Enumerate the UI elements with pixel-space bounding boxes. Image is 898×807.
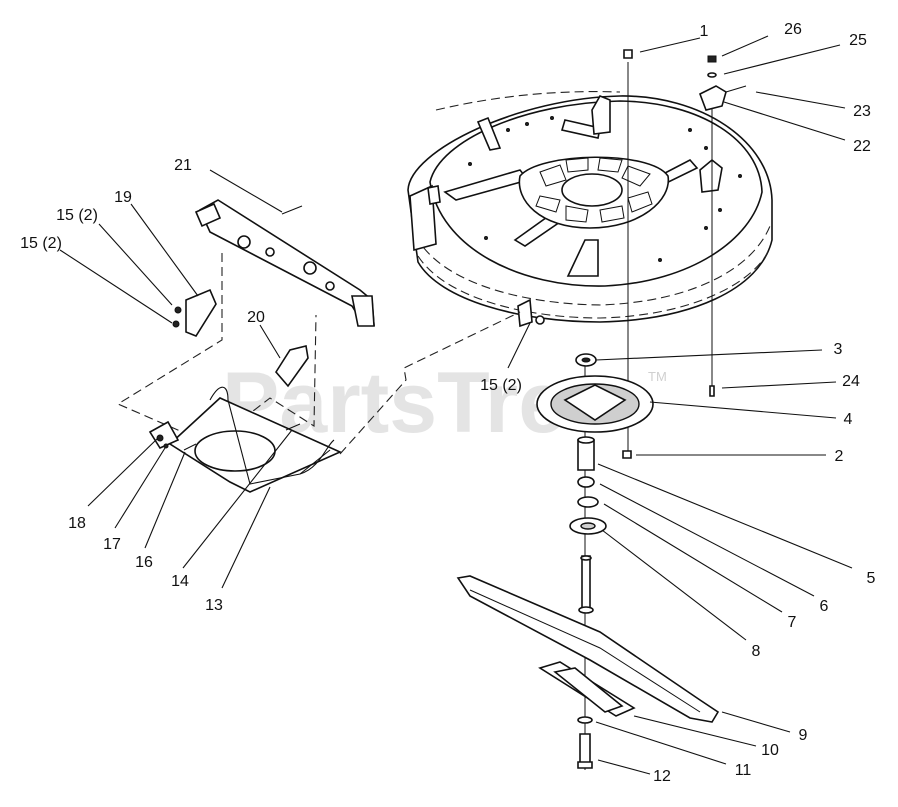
lower-plate-assembly [148, 386, 342, 493]
callout-24: 24 [842, 373, 860, 390]
spindle-assembly [456, 49, 747, 769]
callout-19: 19 [114, 189, 132, 206]
callout-2: 2 [835, 448, 844, 465]
callout-14: 14 [171, 573, 189, 590]
callout-20: 20 [247, 309, 265, 326]
callout-16: 16 [135, 554, 153, 571]
callout-3: 3 [834, 341, 843, 358]
mower-deck [407, 91, 773, 328]
callout-22: 22 [853, 138, 871, 155]
callout-23: 23 [853, 103, 871, 120]
callout-26: 26 [784, 21, 802, 38]
callout-21: 21 [174, 157, 192, 174]
callout-18: 18 [68, 515, 86, 532]
callout-15-a: 15 (2) [56, 207, 98, 224]
callout-1: 1 [700, 23, 709, 40]
callout-25: 25 [849, 32, 867, 49]
callout-12: 12 [653, 768, 671, 785]
callout-13: 13 [205, 597, 223, 614]
callout-15-c: 15 (2) [480, 377, 522, 394]
guide-lines [339, 311, 521, 455]
callout-9: 9 [799, 727, 808, 744]
lift-arm-assembly [172, 199, 375, 388]
leader-lines [59, 35, 853, 775]
callout-4: 4 [844, 411, 853, 428]
callout-11: 11 [735, 762, 752, 779]
callout-17: 17 [103, 536, 121, 553]
callout-5: 5 [867, 570, 876, 587]
callout-15-b: 15 (2) [20, 235, 62, 252]
callout-labels: 1 26 25 23 22 21 19 15 (2) 15 (2) 20 15 … [20, 21, 875, 785]
callout-6: 6 [820, 598, 829, 615]
watermark-tm: TM [648, 369, 667, 384]
callout-10: 10 [761, 742, 779, 759]
callout-7: 7 [788, 614, 797, 631]
callout-8: 8 [752, 643, 761, 660]
